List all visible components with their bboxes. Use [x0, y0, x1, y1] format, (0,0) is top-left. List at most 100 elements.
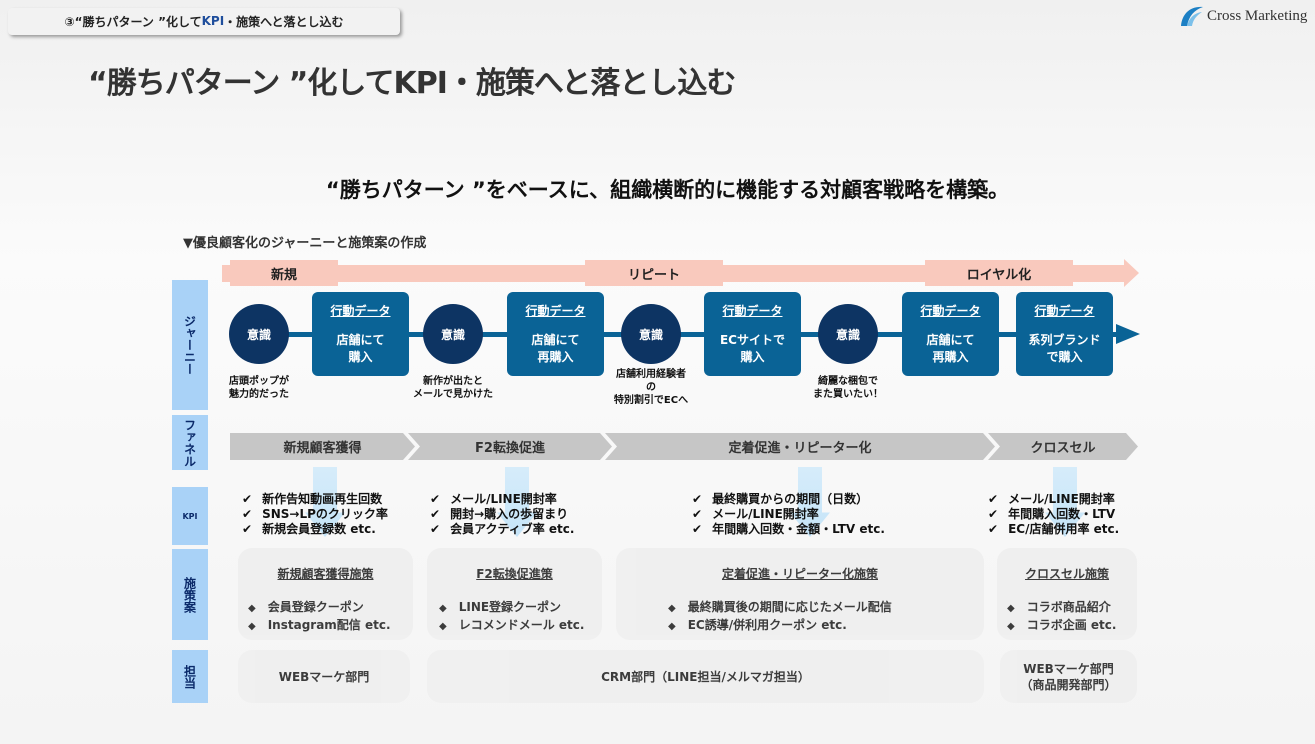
measure-item: Instagram配信 etc.: [248, 617, 413, 635]
owner-card: WEBマーケ部門: [238, 650, 410, 703]
funnel-stage: 新規顧客獲得: [230, 433, 415, 460]
header-kpi: KPI: [201, 14, 225, 28]
journey-caption: 店舗利用経験者の特別割引でECへ: [601, 368, 701, 407]
header-text: ③“勝ちパターン ”化して: [64, 15, 202, 29]
behavior-text: ECサイトで: [719, 333, 785, 347]
caption-line: 新作が出たと: [423, 376, 483, 387]
funnel-stage: クロスセル: [988, 433, 1138, 460]
row-label-funnel: ファネル: [172, 415, 208, 470]
caption-line: メールで見かけた: [413, 389, 493, 400]
behavior-box-header: 行動データ: [920, 304, 981, 318]
logo: Cross Marketing: [1178, 4, 1307, 28]
behavior-box-header: 行動データ: [1034, 304, 1095, 318]
kpi-item: 開封→購入の歩留まり: [430, 507, 574, 522]
kpi-item: 最終購買からの期間（日数）: [692, 492, 885, 507]
kpi-list: 新作告知動画再生回数SNS→LPのクリック率新規会員登録数 etc.: [242, 492, 388, 537]
kpi-item: SNS→LPのクリック率: [242, 507, 388, 522]
page-title: “勝ちパターン ”化してKPI・施策へと落とし込む: [88, 66, 736, 101]
awareness-circle: 意識: [818, 304, 878, 364]
measure-item: 最終購買後の期間に応じたメール配信: [668, 599, 984, 617]
behavior-text: 店舗にて: [531, 333, 580, 347]
journey-caption: 新作が出たとメールで見かけた: [403, 375, 503, 401]
measure-title: 新規顧客獲得施策: [277, 567, 374, 581]
header-text-suffix: ・施策へと落とし込む: [224, 15, 344, 29]
owner-card: WEBマーケ部門（商品開発部門）: [1000, 650, 1137, 703]
behavior-text: 購入: [348, 350, 373, 364]
caption-line: の: [646, 382, 656, 393]
measure-item: 会員登録クーポン: [248, 599, 413, 617]
measure-item: コラボ企画 etc.: [1007, 617, 1137, 635]
phase-arrow-icon: [1124, 259, 1139, 287]
behavior-box: 行動データ店舗にて再購入: [902, 292, 999, 376]
behavior-text: 購入: [740, 350, 765, 364]
owner-text: WEBマーケ部門: [1023, 661, 1114, 676]
measure-title: F2転換促進策: [476, 567, 553, 581]
phase-loyal: ロイヤル化: [925, 260, 1073, 286]
behavior-box: 行動データ系列ブランドで購入: [1016, 292, 1113, 376]
row-label-kpi: KPI: [172, 487, 208, 545]
caption-line: 魅力的だった: [229, 389, 289, 400]
measure-item: レコメンドメール etc.: [439, 617, 602, 635]
kpi-list: メール/LINE開封率年間購入回数・LTVEC/店舗併用率 etc.: [988, 492, 1119, 537]
measure-item: LINE登録クーポン: [439, 599, 602, 617]
kpi-item: 会員アクティブ率 etc.: [430, 522, 574, 537]
kpi-item: メール/LINE開封率: [430, 492, 574, 507]
awareness-circle: 意識: [621, 304, 681, 364]
caption-line: 特別割引でECへ: [613, 395, 689, 406]
measure-item: コラボ商品紹介: [1007, 599, 1137, 617]
caption-line: 店舗利用経験者: [616, 369, 686, 380]
measure-title: クロスセル施策: [1024, 567, 1109, 581]
measure-title: 定着促進・リピーター化施策: [721, 567, 878, 581]
behavior-box-header: 行動データ: [525, 304, 586, 318]
behavior-box: 行動データ ECサイトで購入: [704, 292, 801, 376]
behavior-text: 店舗にて: [926, 333, 975, 347]
awareness-circle: 意識: [423, 304, 483, 364]
behavior-box-header: 行動データ: [722, 304, 783, 318]
logo-swirl-icon: [1181, 6, 1203, 26]
kpi-item: 新作告知動画再生回数: [242, 492, 388, 507]
kpi-item: メール/LINE開封率: [692, 507, 885, 522]
behavior-text: で購入: [1046, 350, 1083, 364]
behavior-text: 系列ブランド: [1028, 333, 1101, 347]
owner-card: CRM部門（LINE担当/メルマガ担当）: [427, 650, 984, 703]
kpi-item: EC/店舗併用率 etc.: [988, 522, 1119, 537]
behavior-box-header: 行動データ: [330, 304, 391, 318]
kpi-list: メール/LINE開封率開封→購入の歩留まり会員アクティブ率 etc.: [430, 492, 574, 537]
funnel-stage: 定着促進・リピーター化: [605, 433, 995, 460]
behavior-text: 再購入: [932, 350, 969, 364]
journey-arrow-icon: [1116, 324, 1140, 344]
caption-line: 綺麗な梱包で: [818, 376, 878, 387]
behavior-text: 店舗にて: [336, 333, 385, 347]
row-label-journey: ジャーニー: [172, 280, 208, 410]
owner-text: WEBマーケ部門: [278, 669, 370, 684]
measure-item: EC誘導/併利用クーポン etc.: [668, 617, 984, 635]
kpi-item: メール/LINE開封率: [988, 492, 1119, 507]
awareness-circle: 意識: [229, 304, 289, 364]
measure-card: 定着促進・リピーター化施策最終購買後の期間に応じたメール配信EC誘導/併利用クー…: [616, 548, 984, 640]
measure-card: 新規顧客獲得施策会員登録クーポンInstagram配信 etc.: [238, 548, 413, 640]
kpi-item: 年間購入回数・金額・LTV etc.: [692, 522, 885, 537]
journey-caption: 店頭ポップが魅力的だった: [214, 375, 304, 401]
phase-new: 新規: [230, 260, 338, 286]
behavior-text: 再購入: [537, 350, 574, 364]
kpi-item: 新規会員登録数 etc.: [242, 522, 388, 537]
row-label-measures: 施策案: [172, 549, 208, 640]
subtitle: “勝ちパターン ”をベースに、組織横断的に機能する対顧客戦略を構築。: [325, 178, 1010, 202]
measure-card: クロスセル施策コラボ商品紹介コラボ企画 etc.: [997, 548, 1137, 640]
owner-text: （商品開発部門）: [1020, 677, 1117, 692]
caption-line: また買いたい！: [813, 389, 883, 400]
journey-caption: 綺麗な梱包でまた買いたい！: [803, 375, 893, 401]
phase-repeat: リピート: [585, 260, 723, 286]
logo-text: Cross Marketing: [1207, 7, 1308, 24]
owner-text: CRM部門（LINE担当/メルマガ担当）: [601, 669, 810, 684]
measure-card: F2転換促進策 LINE登録クーポンレコメンドメール etc.: [427, 548, 602, 640]
funnel-stage: F2転換促進: [408, 433, 612, 460]
kpi-item: 年間購入回数・LTV: [988, 507, 1119, 522]
row-label-owner: 担当: [172, 650, 208, 703]
behavior-box: 行動データ店舗にて再購入: [507, 292, 604, 376]
section-heading: ▼優良顧客化のジャーニーと施策案の作成: [183, 236, 427, 251]
kpi-list: 最終購買からの期間（日数）メール/LINE開封率年間購入回数・金額・LTV et…: [692, 492, 885, 537]
behavior-box: 行動データ店舗にて購入: [312, 292, 409, 376]
caption-line: 店頭ポップが: [229, 376, 289, 387]
